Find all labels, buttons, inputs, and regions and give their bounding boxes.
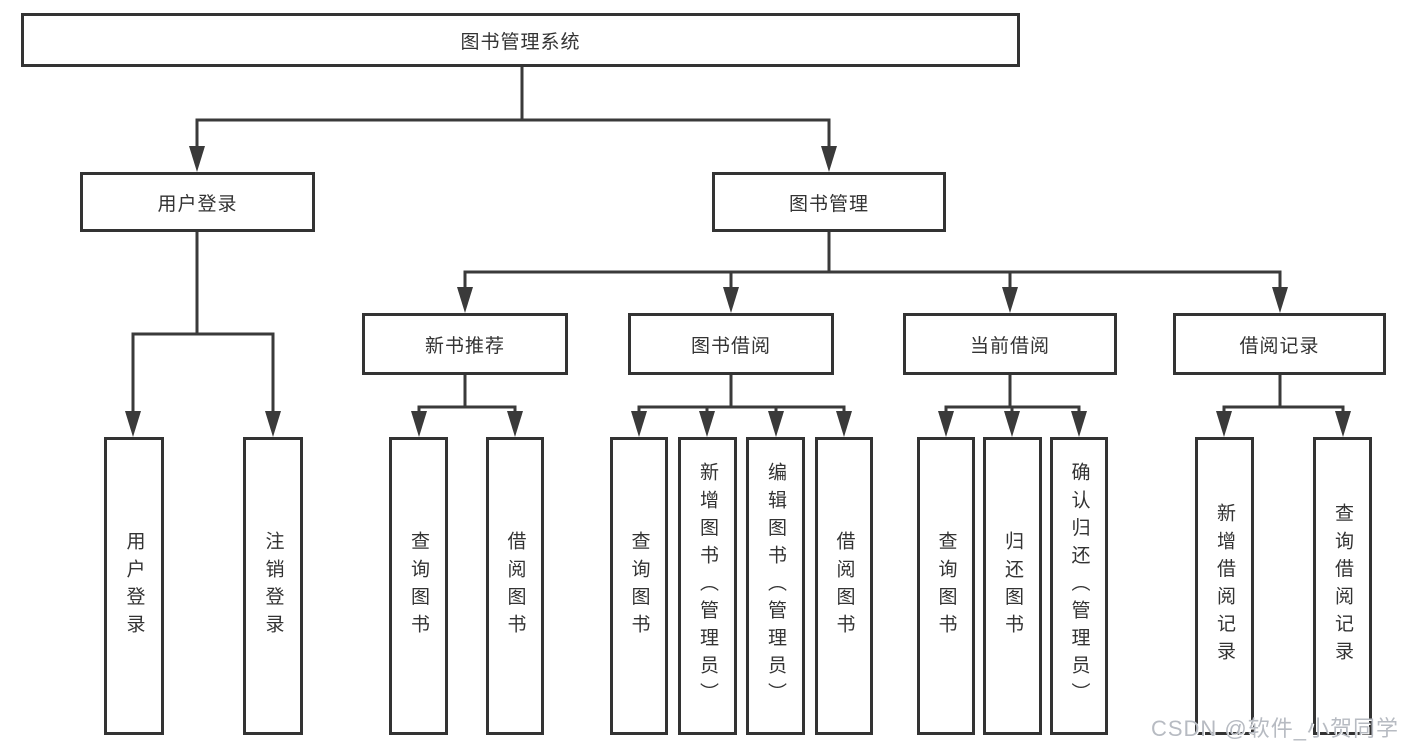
leaf-edit-books-admin: 编辑图书（管理员） bbox=[746, 437, 805, 735]
connector-book-management bbox=[457, 230, 1288, 313]
leaf-add-borrow-record: 新增借阅记录 bbox=[1195, 437, 1254, 735]
leaf-logout: 注销登录 bbox=[243, 437, 303, 735]
leaf-query-books-2: 查询图书 bbox=[610, 437, 668, 735]
csdn-watermark: CSDN @软件_小贺同学 bbox=[1150, 716, 1399, 741]
leaf-borrow-books-2: 借阅图书 bbox=[815, 437, 873, 735]
connector-current-borrow bbox=[938, 373, 1087, 437]
leaf-user-login: 用户登录 bbox=[104, 437, 164, 735]
leaf-query-books-1: 查询图书 bbox=[389, 437, 448, 735]
leaf-return-books: 归还图书 bbox=[983, 437, 1042, 735]
connector-user-login bbox=[125, 230, 281, 437]
connector-root bbox=[189, 65, 837, 172]
connector-book-borrow bbox=[631, 373, 852, 437]
node-book-borrow: 图书借阅 bbox=[628, 313, 834, 375]
node-root: 图书管理系统 bbox=[21, 13, 1020, 67]
connector-borrow-records bbox=[1216, 373, 1351, 437]
leaf-add-books-admin: 新增图书（管理员） bbox=[678, 437, 737, 735]
leaf-query-borrow-record: 查询借阅记录 bbox=[1313, 437, 1372, 735]
node-book-management: 图书管理 bbox=[712, 172, 946, 232]
node-new-book-recommend: 新书推荐 bbox=[362, 313, 568, 375]
node-current-borrow: 当前借阅 bbox=[903, 313, 1117, 375]
node-user-login: 用户登录 bbox=[80, 172, 315, 232]
leaf-confirm-return-admin: 确认归还（管理员） bbox=[1050, 437, 1108, 735]
leaf-borrow-books-1: 借阅图书 bbox=[486, 437, 544, 735]
node-borrow-records: 借阅记录 bbox=[1173, 313, 1386, 375]
connector-new-book bbox=[411, 373, 523, 437]
leaf-query-books-3: 查询图书 bbox=[917, 437, 975, 735]
